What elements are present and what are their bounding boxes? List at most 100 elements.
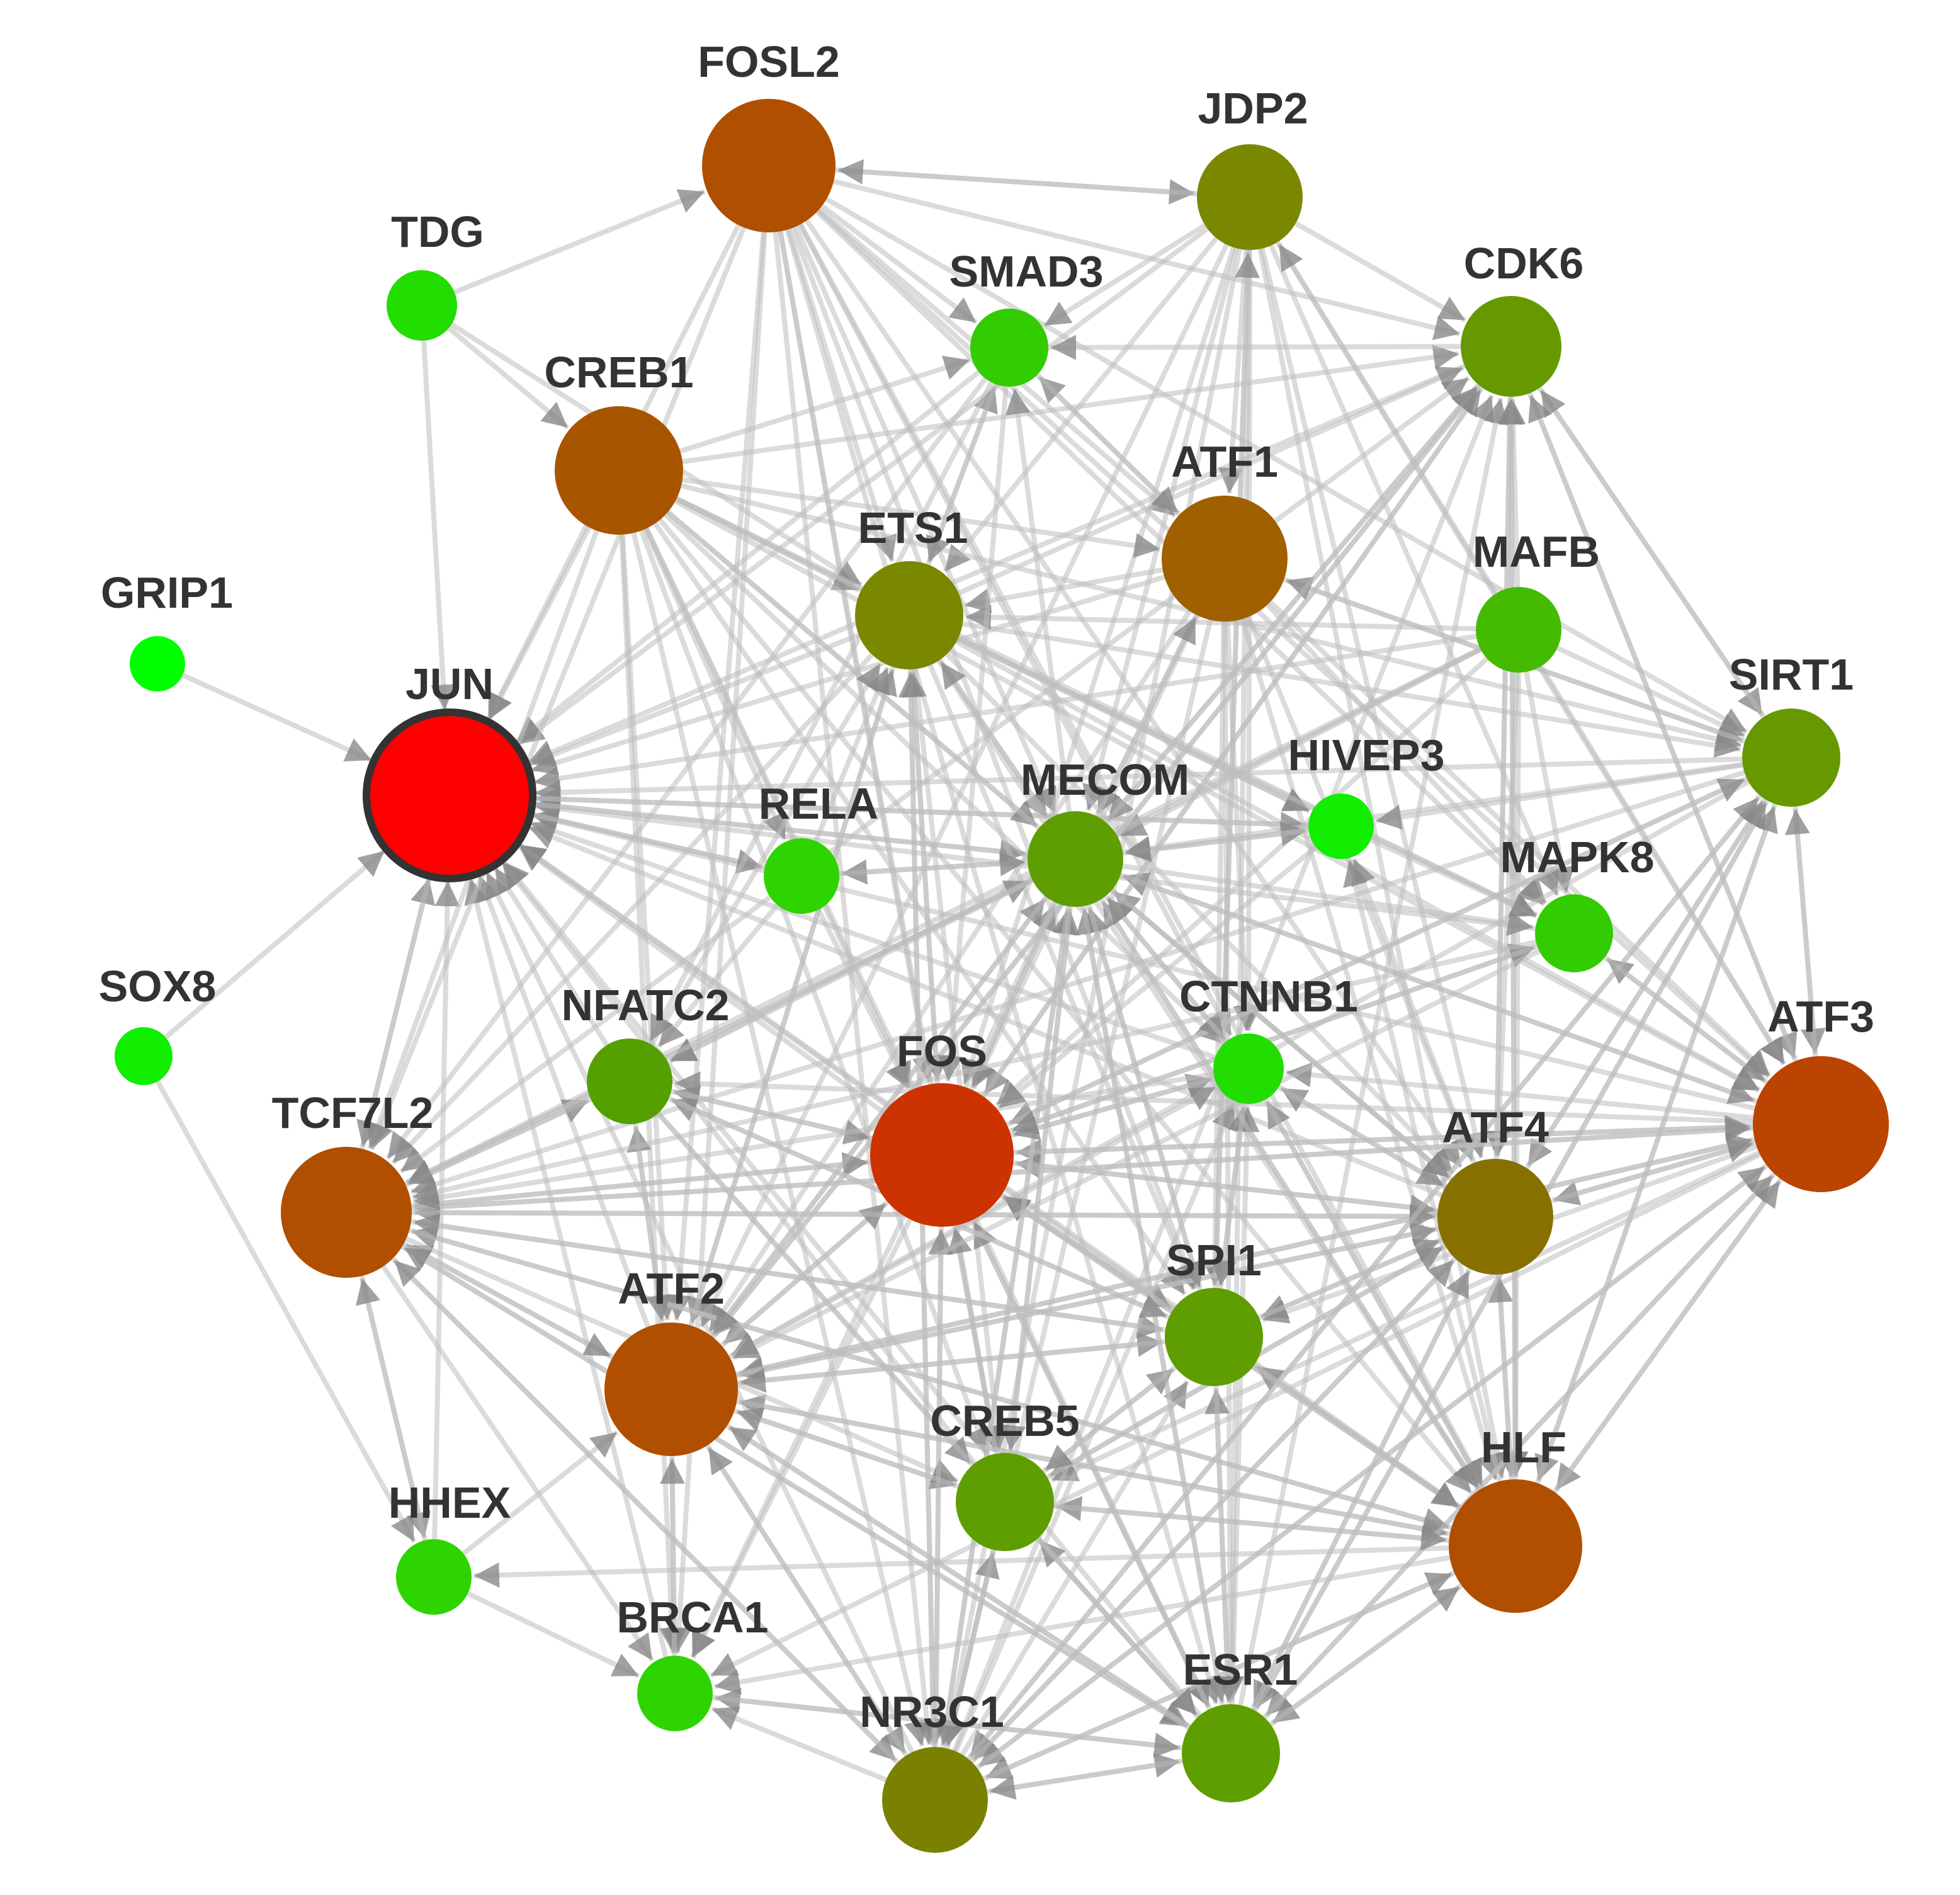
edge-mecom-atf2 <box>711 896 1049 1336</box>
edge-mecom-atf1 <box>1094 616 1198 817</box>
edge-atf1-ets1 <box>964 567 1164 613</box>
node-grip1[interactable] <box>130 636 185 691</box>
edge-smad3-ets1 <box>926 383 999 564</box>
edge-ctnnb1-spi1 <box>1211 1103 1247 1287</box>
node-jun[interactable] <box>363 708 536 882</box>
edge-rela-nfatc2 <box>657 903 779 1049</box>
node-mafb[interactable] <box>1476 587 1561 673</box>
edge-atf4-hivep3 <box>1351 858 1476 1164</box>
node-jdp2[interactable] <box>1197 144 1303 250</box>
node-label-fos: FOS <box>897 1027 987 1076</box>
node-sirt1[interactable] <box>1742 708 1840 807</box>
edge-fosl2-nr3c1 <box>773 232 939 1745</box>
edge-creb5-fos <box>947 1227 999 1454</box>
node-ets1[interactable] <box>855 561 963 669</box>
node-creb1[interactable] <box>555 406 683 535</box>
node-fosl2[interactable] <box>702 99 836 232</box>
node-hhex[interactable] <box>396 1539 472 1615</box>
node-label-hivep3: HIVEP3 <box>1288 731 1445 780</box>
edge-sirt1-cdk6 <box>1538 389 1766 719</box>
edge-hlf-atf4 <box>1488 1277 1514 1480</box>
node-label-jdp2: JDP2 <box>1198 84 1308 133</box>
node-spi1[interactable] <box>1165 1288 1263 1386</box>
edge-spi1-esr1 <box>1213 1386 1241 1702</box>
edge-hhex-atf2 <box>462 1430 619 1556</box>
edge-nfatc2-tcf7l2 <box>407 1096 592 1187</box>
node-label-rela: RELA <box>759 779 879 828</box>
edge-hhex-brca1 <box>467 1591 640 1678</box>
edge-jdp2-atf2 <box>699 243 1229 1328</box>
edge-spi1-hlf <box>1252 1363 1460 1509</box>
node-label-esr1: ESR1 <box>1183 1645 1298 1694</box>
edge-jdp2-fosl2 <box>837 159 1198 196</box>
edge-hlf-hhex <box>473 1545 1449 1588</box>
edge-tdg-jun <box>421 340 456 710</box>
edge-smad3-tcf7l2 <box>385 377 988 1160</box>
node-tcf7l2[interactable] <box>281 1147 412 1278</box>
node-creb5[interactable] <box>956 1453 1054 1551</box>
node-brca1[interactable] <box>637 1656 713 1731</box>
node-ctnnb1[interactable] <box>1213 1033 1284 1104</box>
edge-fosl2-atf2 <box>666 232 766 1321</box>
node-label-fosl2: FOSL2 <box>698 37 840 86</box>
node-hivep3[interactable] <box>1308 794 1374 859</box>
node-nfatc2[interactable] <box>587 1039 672 1124</box>
node-tdg[interactable] <box>387 270 457 341</box>
node-smad3[interactable] <box>970 309 1048 387</box>
edge-atf4-cdk6 <box>1493 399 1522 1159</box>
node-cdk6[interactable] <box>1461 296 1561 397</box>
node-mapk8[interactable] <box>1535 894 1613 972</box>
edge-ctnnb1-atf4 <box>1277 1084 1445 1188</box>
edge-atf1-cdk6 <box>1273 375 1470 523</box>
edge-atf1-spi1 <box>1202 621 1228 1286</box>
edge-tcf7l2-fos <box>411 1152 868 1209</box>
edge-nr3c1-ctnnb1 <box>953 1102 1237 1753</box>
edge-creb1-hlf <box>658 518 1473 1495</box>
edge-rela-fos <box>816 908 911 1090</box>
edge-mecom-ets1 <box>939 661 1051 821</box>
edge-fos-atf3 <box>1013 1115 1751 1155</box>
edge-brca1-esr1 <box>712 1695 1180 1758</box>
node-sox8[interactable] <box>115 1027 173 1085</box>
edge-atf4-sirt1 <box>1524 799 1765 1169</box>
edge-spi1-tcf7l2 <box>413 1213 1166 1333</box>
edge-mecom-tcf7l2 <box>406 877 1034 1185</box>
edge-mecom-creb5 <box>1000 906 1073 1451</box>
node-nr3c1[interactable] <box>882 1747 988 1853</box>
edge-creb5-atf2 <box>735 1408 960 1489</box>
node-rela[interactable] <box>764 838 839 914</box>
edge-mecom-nr3c1 <box>934 906 1071 1746</box>
edge-mafb-mapk8 <box>1524 671 1575 893</box>
node-label-ets1: ETS1 <box>858 503 968 552</box>
edge-nr3c1-atf4 <box>970 1258 1456 1764</box>
edge-jun-rela <box>530 811 763 874</box>
edge-mafb-tcf7l2 <box>405 646 1481 1185</box>
edge-creb1-smad3 <box>679 355 971 454</box>
node-esr1[interactable] <box>1182 1704 1280 1802</box>
node-label-sirt1: SIRT1 <box>1729 650 1854 699</box>
node-atf2[interactable] <box>604 1323 738 1456</box>
edge-esr1-atf2 <box>728 1425 1191 1729</box>
node-mecom[interactable] <box>1028 811 1123 907</box>
edge-nr3c1-spi1 <box>960 1380 1190 1756</box>
node-label-grip1: GRIP1 <box>101 568 233 617</box>
node-hlf[interactable] <box>1449 1479 1582 1613</box>
edge-esr1-ctnnb1 <box>1230 1106 1260 1705</box>
node-atf1[interactable] <box>1162 496 1288 622</box>
edge-spi1-creb5 <box>1043 1365 1177 1472</box>
edge-jdp2-cdk6 <box>1294 221 1467 322</box>
edge-smad3-nfatc2 <box>648 381 994 1042</box>
edge-hlf-cdk6 <box>1498 399 1524 1480</box>
edge-spi1-atf4 <box>1258 1238 1441 1321</box>
edge-ets1-jun <box>528 632 860 767</box>
node-label-tcf7l2: TCF7L2 <box>272 1088 434 1137</box>
node-atf4[interactable] <box>1437 1159 1553 1275</box>
edge-nfatc2-ets1 <box>649 663 883 1046</box>
node-atf3[interactable] <box>1753 1056 1889 1192</box>
edge-mafb-ets1 <box>965 605 1476 632</box>
node-label-smad3: SMAD3 <box>949 247 1103 296</box>
edge-rela-mecom <box>839 851 1026 877</box>
edge-cdk6-smad3 <box>1050 334 1461 360</box>
edge-ctnnb1-tcf7l2 <box>413 1071 1215 1210</box>
node-fos[interactable] <box>870 1083 1014 1227</box>
